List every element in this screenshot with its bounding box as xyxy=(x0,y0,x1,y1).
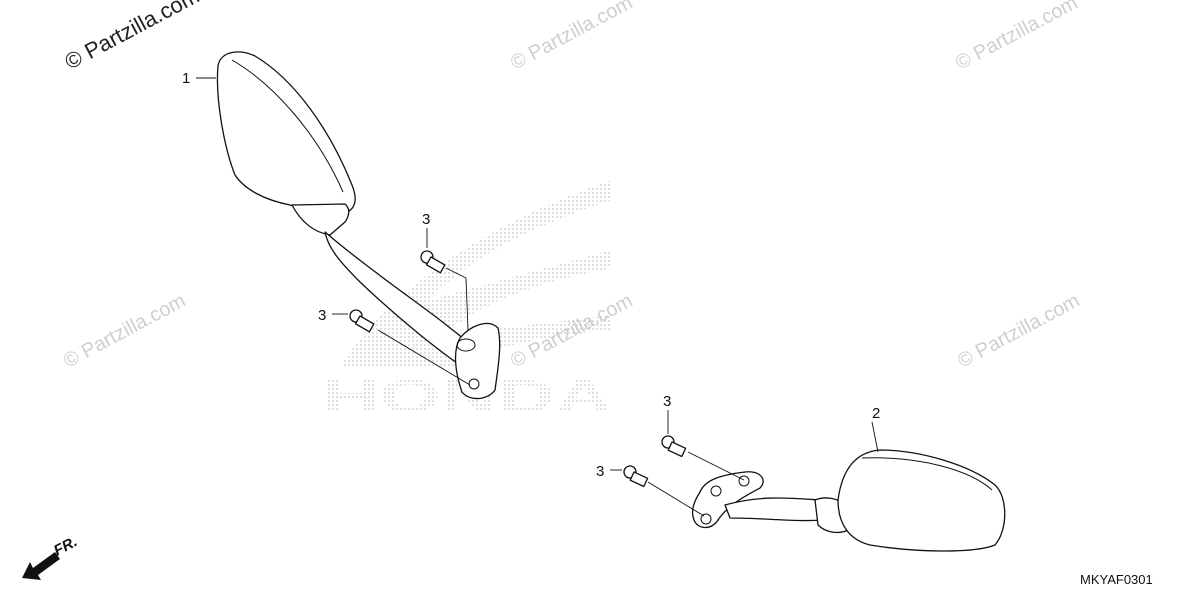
front-arrow-icon xyxy=(22,552,60,580)
front-direction-indicator: FR. xyxy=(22,533,80,580)
watermark: © Partzilla.com xyxy=(60,290,189,373)
mirror-right-mount-hole xyxy=(700,513,712,525)
callout-3: 3 xyxy=(596,463,604,480)
callout-3: 3 xyxy=(318,307,326,324)
mirror-right-housing xyxy=(837,449,1006,552)
mirror-left-arm xyxy=(324,231,479,373)
mirror-right-mount-hole xyxy=(738,475,750,487)
callout-1: 1 xyxy=(182,70,190,87)
mirror-right xyxy=(691,449,1006,552)
mirror-left-housing xyxy=(216,51,356,214)
mirror-right-mount-hole xyxy=(710,485,722,497)
mirror-left-rim xyxy=(231,59,344,193)
diagram-code: MKYAF0301 xyxy=(1080,572,1153,587)
watermark-layer: © Partzilla.com © Partzilla.com © Partzi… xyxy=(60,0,1083,372)
bolt xyxy=(623,465,649,488)
callout-3: 3 xyxy=(663,393,671,410)
leader-lines xyxy=(196,77,879,517)
callout-2: 2 xyxy=(872,405,880,422)
bolt xyxy=(349,309,375,333)
watermark: © Partzilla.com xyxy=(507,0,636,74)
mirror-right-rim xyxy=(861,457,993,491)
watermark: © Partzilla.com xyxy=(954,290,1083,373)
mirror-left-mount-hole xyxy=(456,338,476,352)
bolt xyxy=(420,250,446,274)
callout-3: 3 xyxy=(422,211,430,228)
mirror-left-mount-plate xyxy=(454,322,501,400)
mirror-right-arm xyxy=(724,497,826,522)
bolt xyxy=(661,435,687,458)
watermark: © Partzilla.com xyxy=(952,0,1081,74)
mirror-left-neck xyxy=(291,203,350,236)
watermark-corner: © Partzilla.com xyxy=(61,0,204,74)
mirror-left xyxy=(216,51,501,400)
